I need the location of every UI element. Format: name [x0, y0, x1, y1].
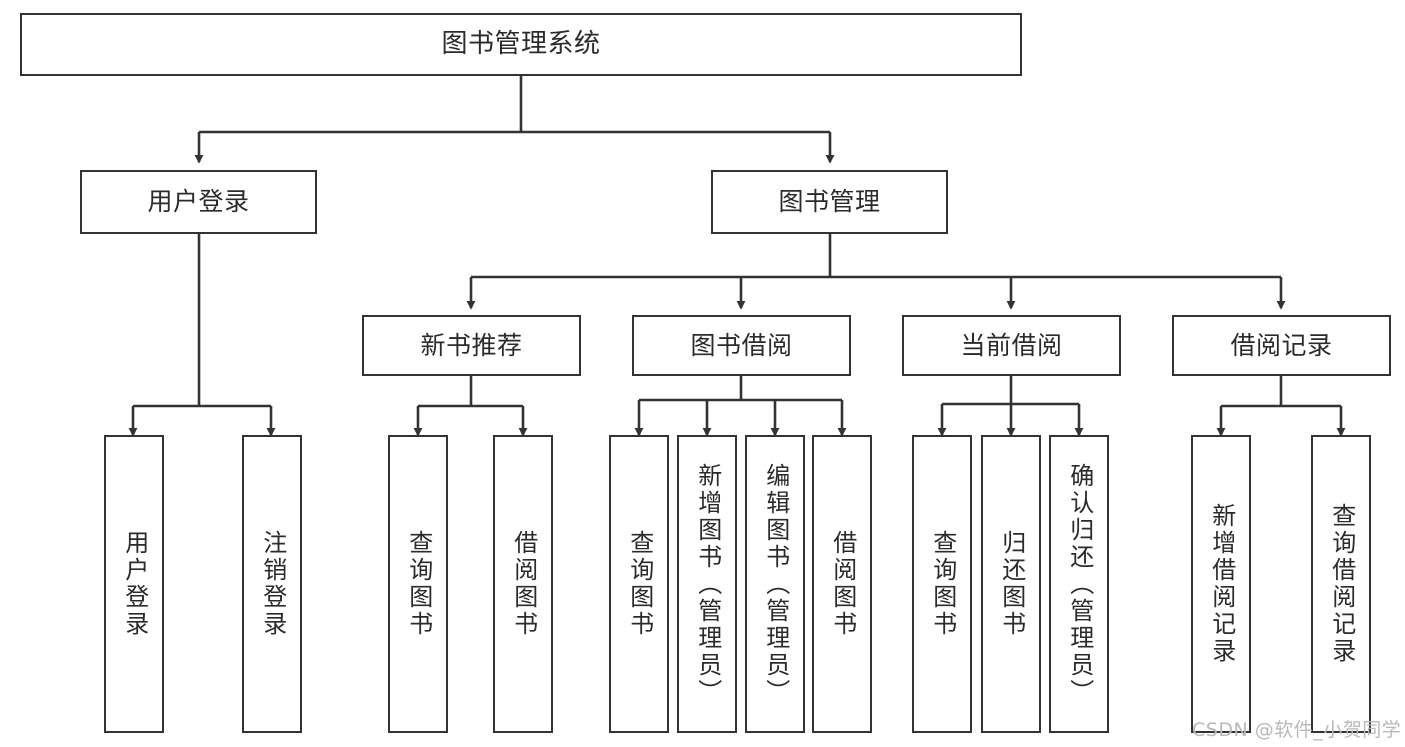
node-borrow-record[interactable]: 借阅记录: [1172, 315, 1391, 376]
node-label: 借阅图书: [509, 530, 538, 638]
node-leaf-add-book[interactable]: 新增图书（管理员）: [677, 435, 737, 733]
node-leaf-return-book[interactable]: 归还图书: [981, 435, 1041, 733]
node-label: 图书管理: [778, 187, 881, 217]
node-root-book-management-system[interactable]: 图书管理系统: [20, 13, 1022, 76]
node-book-borrow[interactable]: 图书借阅: [632, 315, 851, 376]
node-label: 借阅记录: [1230, 330, 1333, 360]
node-book-management[interactable]: 图书管理: [711, 170, 948, 234]
node-label: 图书管理系统: [441, 29, 601, 60]
node-leaf-add-record[interactable]: 新增借阅记录: [1191, 435, 1251, 733]
node-leaf-logout[interactable]: 注销登录: [242, 435, 302, 733]
node-label: 用户登录: [120, 530, 149, 638]
csdn-watermark: CSDN @软件_小贺同学: [1192, 719, 1402, 741]
node-leaf-query-book-1[interactable]: 查询图书: [388, 435, 448, 733]
node-leaf-query-book-3[interactable]: 查询图书: [912, 435, 972, 733]
node-label: 查询图书: [928, 530, 957, 638]
node-new-book-recommend[interactable]: 新书推荐: [362, 315, 581, 376]
node-label: 注销登录: [258, 530, 287, 638]
node-user-login[interactable]: 用户登录: [80, 170, 317, 234]
node-label: 归还图书: [997, 530, 1026, 638]
node-leaf-query-record[interactable]: 查询借阅记录: [1311, 435, 1371, 733]
node-label: 新书推荐: [420, 330, 523, 360]
node-label: 查询图书: [404, 530, 433, 638]
node-label: 用户登录: [147, 187, 250, 217]
node-current-borrow[interactable]: 当前借阅: [902, 315, 1121, 376]
node-leaf-borrow-book-2[interactable]: 借阅图书: [812, 435, 872, 733]
node-leaf-confirm-return[interactable]: 确认归还（管理员）: [1049, 435, 1109, 733]
node-label: 借阅图书: [828, 530, 857, 638]
node-leaf-edit-book[interactable]: 编辑图书（管理员）: [745, 435, 805, 733]
node-label: 图书借阅: [690, 330, 793, 360]
node-leaf-query-book-2[interactable]: 查询图书: [609, 435, 669, 733]
node-label: 新增借阅记录: [1207, 503, 1236, 665]
node-label: 查询图书: [625, 530, 654, 638]
node-leaf-user-login[interactable]: 用户登录: [104, 435, 164, 733]
node-label: 当前借阅: [960, 330, 1063, 360]
node-label: 查询借阅记录: [1327, 503, 1356, 665]
node-label: 确认归还（管理员）: [1065, 462, 1094, 706]
node-leaf-borrow-book-1[interactable]: 借阅图书: [493, 435, 553, 733]
node-label: 编辑图书（管理员）: [761, 462, 790, 706]
node-label: 新增图书（管理员）: [693, 462, 722, 706]
